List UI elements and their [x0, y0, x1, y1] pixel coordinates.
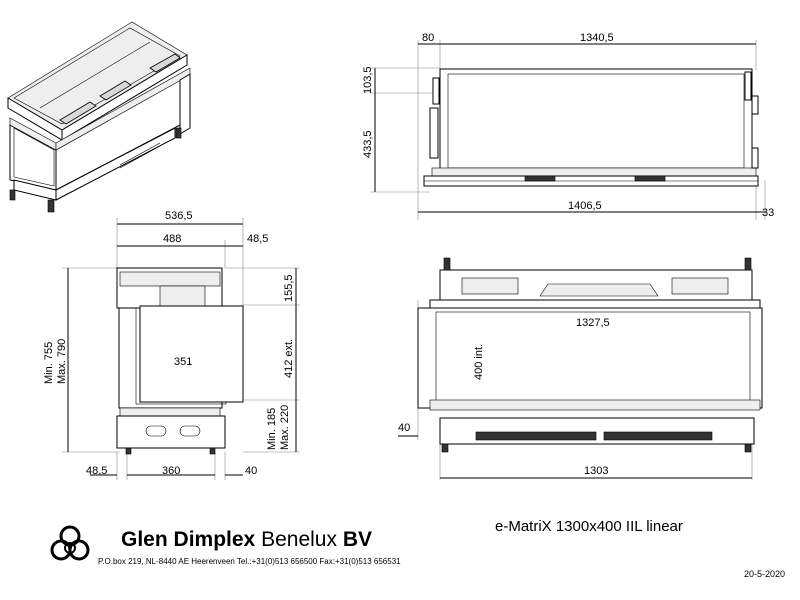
dim-side-max-base: Max. 220: [279, 405, 291, 450]
dim-side-glass-height: 412 ext.: [283, 339, 295, 378]
dim-front-glass-width: 1327,5: [576, 317, 610, 329]
side-view: [62, 218, 300, 480]
dim-front-left-offset: 40: [398, 422, 410, 434]
dim-side-base-right: 40: [245, 465, 257, 477]
dim-top-height-body: 433,5: [362, 130, 374, 158]
company-name-bold-2: Dimplex: [173, 528, 256, 551]
dim-top-right-offset: 33: [762, 207, 774, 219]
dim-top-left-offset: 80: [422, 32, 434, 44]
dim-side-glass-width: 351: [174, 356, 192, 368]
dim-top-overall-width: 1406,5: [568, 200, 602, 212]
dim-side-body-depth: 488: [163, 233, 181, 245]
company-name-bold-3: BV: [342, 528, 372, 551]
dim-side-max-height: Max. 790: [56, 339, 68, 384]
dim-side-top-height: 155,5: [283, 274, 295, 302]
celtic-knot-logo-icon: [50, 525, 90, 561]
front-view: [398, 257, 763, 480]
dim-side-base-width: 360: [162, 465, 180, 477]
company-name-bold-1: Glen: [121, 528, 168, 551]
dim-side-min-base: Min. 185: [266, 408, 278, 450]
model-name: e-MatriX 1300x400 IIL linear: [495, 518, 683, 535]
dim-side-min-height: Min. 755: [43, 342, 55, 384]
company-name-regular: Benelux: [261, 528, 337, 551]
dim-side-base-left: 48,5: [86, 465, 107, 477]
dim-top-width: 1340,5: [580, 32, 614, 44]
drawing-date: 20-5-2020: [744, 569, 786, 579]
dim-front-base-width: 1303: [584, 465, 608, 477]
dim-top-height-top: 103,5: [362, 66, 374, 94]
isometric-view: [7, 21, 191, 213]
dim-front-glass-height: 400 int.: [473, 344, 485, 380]
company-address: P.O.box 219, NL-8440 AE Heerenveen Tel.:…: [98, 557, 401, 566]
top-view: [370, 40, 766, 220]
company-name: Glen Dimplex Benelux BV: [121, 528, 372, 552]
dim-side-front-offset: 48,5: [247, 233, 268, 245]
dim-side-overall-depth: 536,5: [165, 210, 193, 222]
